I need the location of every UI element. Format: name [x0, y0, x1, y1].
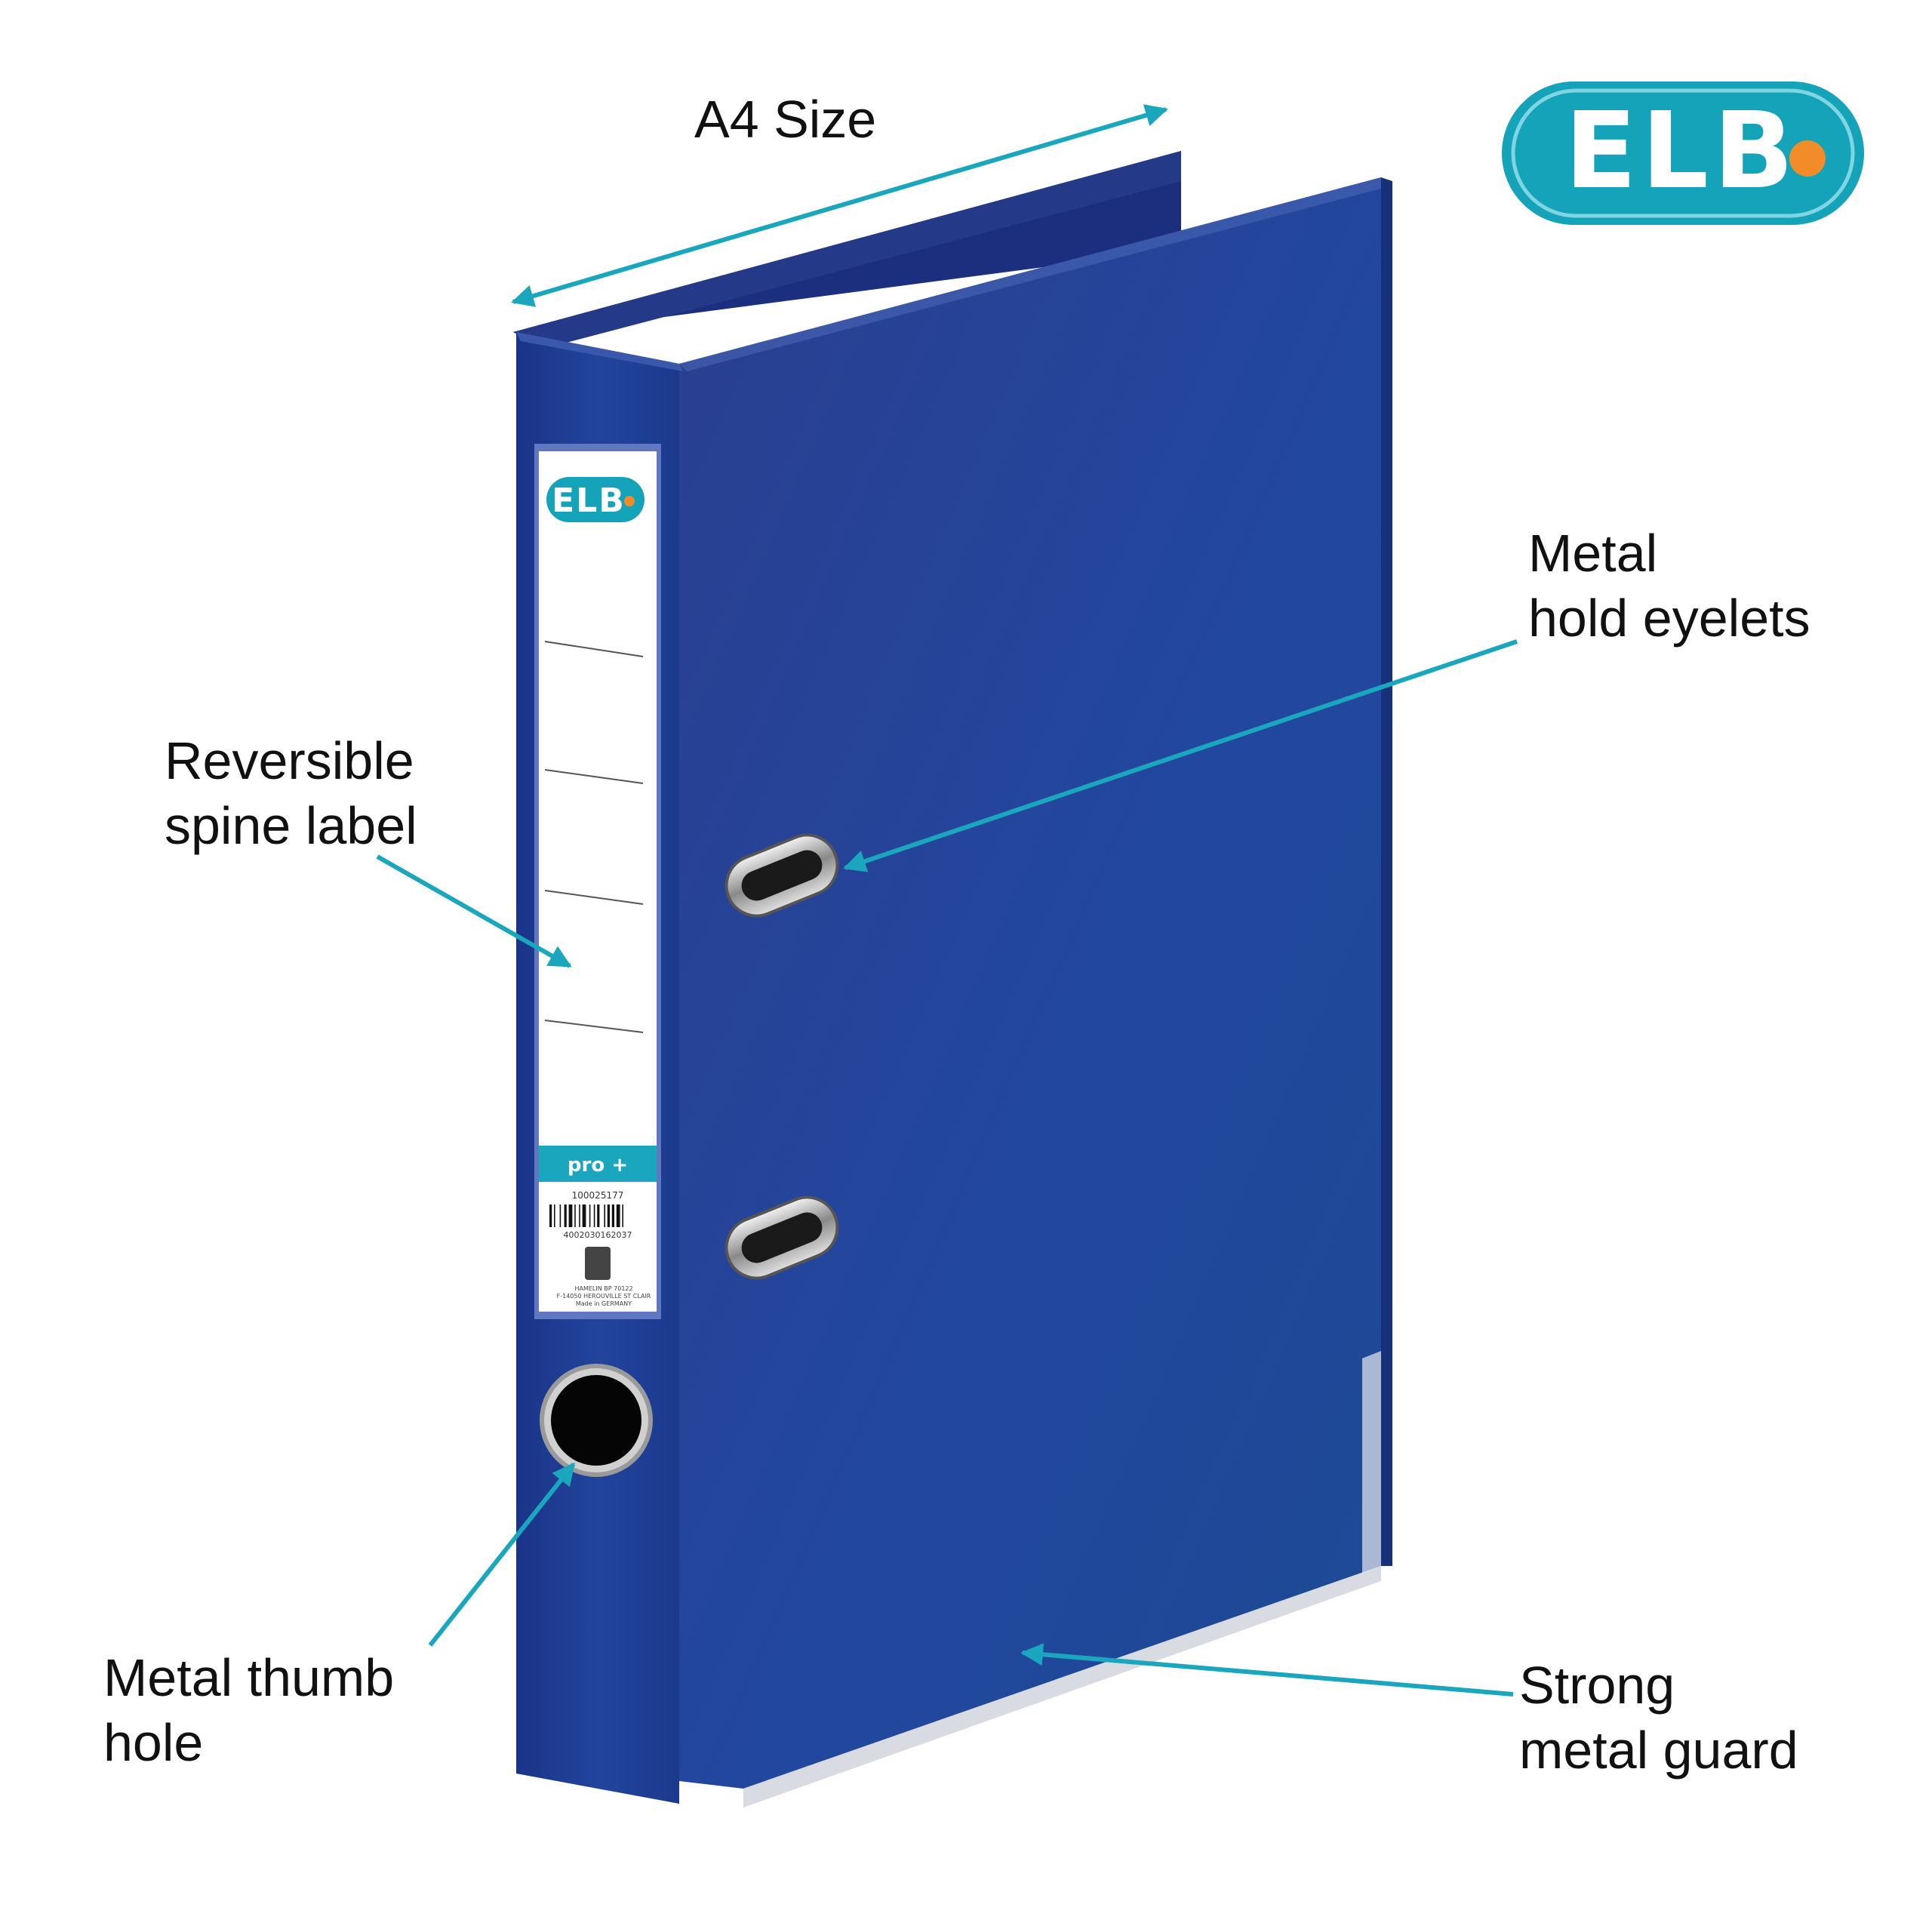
- callout-arrows: [376, 104, 1518, 1697]
- barcode-bar: [597, 1204, 600, 1227]
- guard-callout: Strong metal guard: [1519, 1653, 1798, 1783]
- barcode-bar: [579, 1204, 580, 1227]
- guard-callout-line-1: Strong: [1519, 1656, 1675, 1715]
- barcode-bar: [582, 1204, 586, 1227]
- fine-print-line-2: F-14050 HEROUVILLE ST CLAIR: [557, 1293, 651, 1300]
- svg-text:ELB: ELB: [1564, 90, 1798, 213]
- barcode-bar: [622, 1204, 623, 1227]
- guard-arrow: [1020, 1643, 1514, 1697]
- barcode-bar: [611, 1204, 614, 1227]
- fine-print-line-1: HAMELIN BP 70122: [574, 1285, 632, 1292]
- thumb-hole: [540, 1364, 653, 1477]
- thumb-hole-callout-line-2: hole: [103, 1713, 204, 1772]
- barcode-bar: [604, 1204, 605, 1227]
- eyelets-callout-line-1: Metal: [1528, 524, 1658, 583]
- size-callout: A4 Size: [694, 87, 876, 152]
- eyelets-callout: Metal hold eyelets: [1528, 521, 1810, 651]
- guard-callout-line-2: metal guard: [1519, 1721, 1798, 1780]
- spine-label-tag: pro +: [568, 1154, 628, 1177]
- barcode-ean: 4002030162037: [564, 1230, 632, 1240]
- fine-print-line-3: Made in GERMANY: [576, 1300, 632, 1307]
- binder-front-cover: [679, 177, 1392, 1807]
- spine-label-callout: Reversible spine label: [165, 728, 417, 858]
- eyelets-callout-line-2: hold eyelets: [1528, 589, 1810, 648]
- eyelet-lower: [724, 1195, 839, 1280]
- spine-label-arrow: [376, 854, 572, 968]
- spine-label: ELB pro + 100025177 4002030162037 HAMELI…: [534, 444, 661, 1319]
- barcode: [549, 1204, 623, 1227]
- barcode-bar: [549, 1204, 552, 1227]
- elba-logo: ELB: [1502, 82, 1864, 225]
- barcode-bar: [559, 1204, 561, 1227]
- barcode-bar: [564, 1204, 567, 1227]
- spine-label-callout-line-1: Reversible: [165, 731, 414, 790]
- barcode-bar: [616, 1204, 620, 1227]
- size-arrow: [511, 104, 1168, 307]
- barcode-bar: [574, 1204, 576, 1227]
- eyelet-upper: [724, 833, 839, 918]
- size-callout-line-1: A4 Size: [694, 90, 877, 149]
- svg-text:ELB: ELB: [552, 481, 626, 520]
- barcode-bar: [554, 1204, 555, 1227]
- thumb-hole-arrow: [428, 1462, 576, 1647]
- thumb-hole-callout: Metal thumb hole: [103, 1645, 394, 1775]
- barcode-bar: [593, 1204, 595, 1227]
- barcode-bar: [589, 1204, 591, 1227]
- barcode-bar: [568, 1204, 573, 1227]
- barcode-bar: [607, 1204, 610, 1227]
- thumb-hole-callout-line-1: Metal thumb: [103, 1648, 395, 1707]
- barcode-number: 100025177: [572, 1190, 624, 1201]
- spine-label-callout-line-2: spine label: [165, 796, 417, 855]
- eyelets-arrow: [843, 639, 1518, 872]
